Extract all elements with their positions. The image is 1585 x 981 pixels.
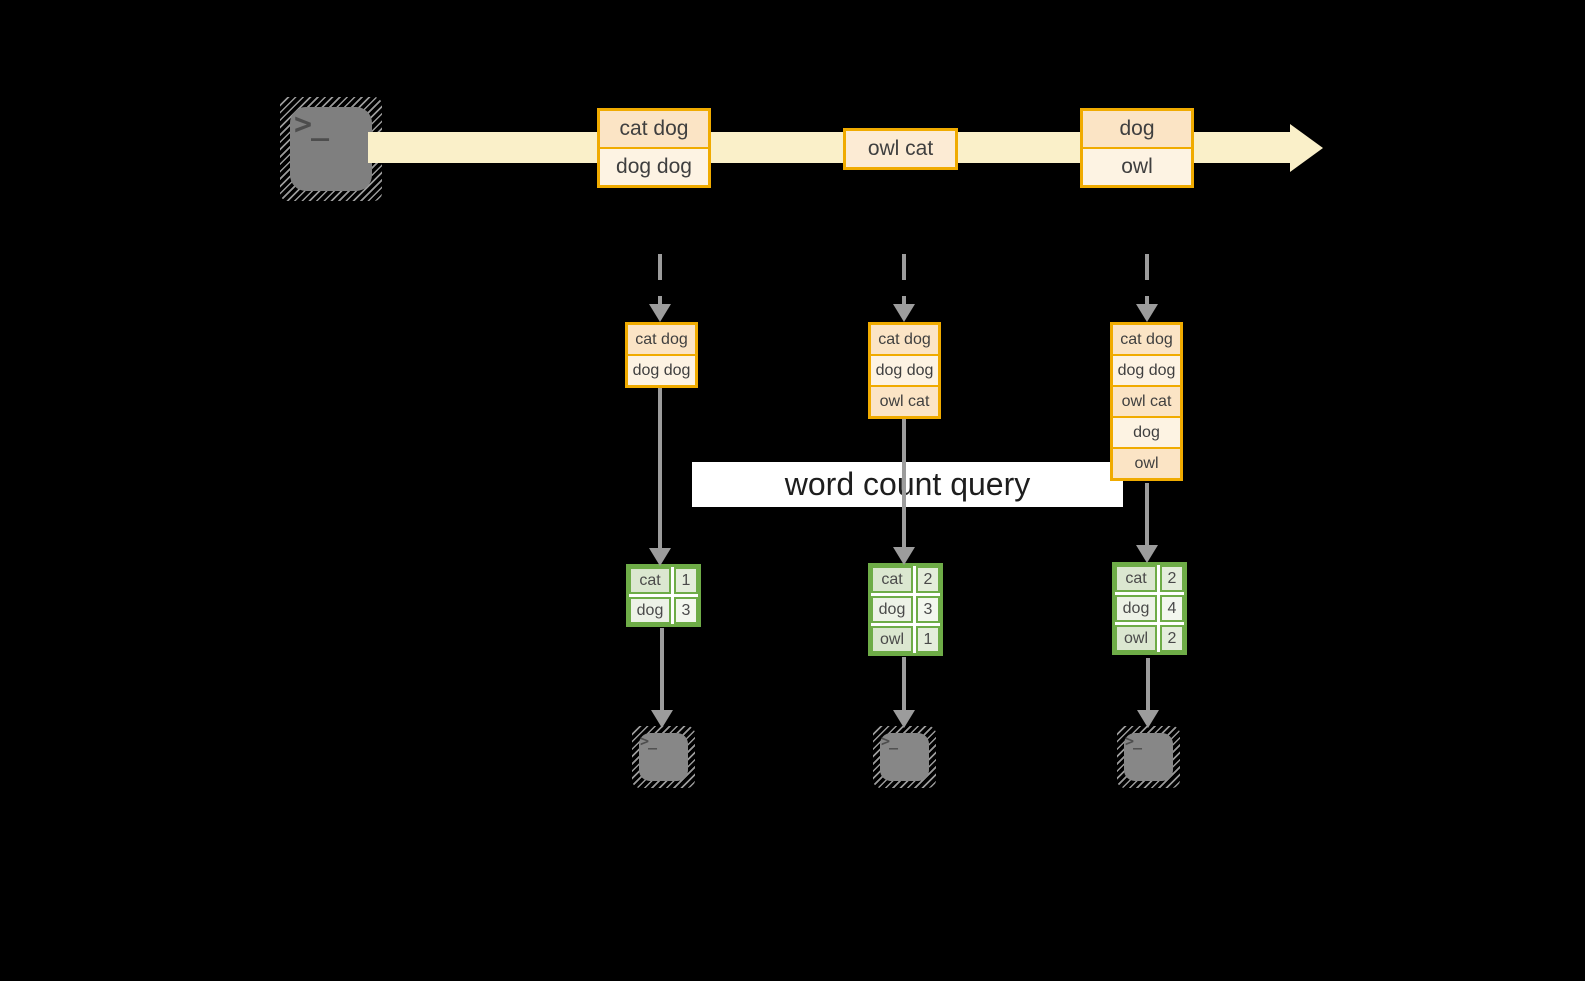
dashed-arrowhead-1-icon <box>649 304 671 322</box>
count-value-cell: 1 <box>674 567 698 594</box>
terminal-prompt-icon: >_ <box>640 732 657 750</box>
query-arrowhead-2-icon <box>893 547 915 565</box>
query-arrowhead-1-icon <box>649 548 671 566</box>
producer-terminal-icon: >_ <box>280 97 382 201</box>
count-value-cell: 4 <box>1160 595 1184 622</box>
state-row: owl cat <box>1113 385 1180 416</box>
terminal-screen <box>880 733 929 781</box>
stream-arrowhead-icon <box>1290 124 1323 172</box>
sink-arrowhead-2-icon <box>893 710 915 728</box>
count-value-cell: 1 <box>916 626 940 653</box>
state-row: owl <box>1113 447 1180 478</box>
dashed-arrow-2 <box>902 254 906 304</box>
sink-arrowhead-3-icon <box>1137 710 1159 728</box>
batch-row: owl cat <box>846 131 955 167</box>
batch-row: dog dog <box>600 147 708 185</box>
dashed-arrowhead-2-icon <box>893 304 915 322</box>
sink-arrow-1 <box>660 628 664 710</box>
consumer-terminal-3: >_ <box>1117 726 1180 788</box>
consumer-terminal-2: >_ <box>873 726 936 788</box>
count-word-cell: dog <box>871 596 913 623</box>
query-label-bar: word count query <box>692 462 1123 507</box>
state-row: cat dog <box>871 325 938 354</box>
query-arrow-3 <box>1145 483 1149 545</box>
sink-arrow-3 <box>1146 658 1150 710</box>
terminal-screen <box>639 733 688 781</box>
state-box-3: cat dog dog dog owl cat dog owl <box>1110 322 1183 481</box>
batch-row: cat dog <box>600 111 708 147</box>
query-arrowhead-3-icon <box>1136 545 1158 563</box>
count-word-cell: dog <box>629 597 671 624</box>
count-table-2: cat 2 dog 3 owl 1 <box>868 563 943 656</box>
terminal-prompt-icon: >_ <box>881 732 898 750</box>
state-row: dog dog <box>1113 354 1180 385</box>
count-value-cell: 2 <box>916 566 940 593</box>
stream-batch-1: cat dog dog dog <box>597 108 711 188</box>
dashed-arrow-3 <box>1145 254 1149 304</box>
batch-row: owl <box>1083 147 1191 185</box>
count-value-cell: 3 <box>916 596 940 623</box>
state-row: cat dog <box>628 325 695 354</box>
consumer-terminal-1: >_ <box>632 726 695 788</box>
state-row: dog dog <box>871 354 938 385</box>
query-arrow-2 <box>902 419 906 547</box>
sink-arrow-2 <box>902 657 906 710</box>
count-word-cell: owl <box>1115 625 1157 652</box>
count-word-cell: cat <box>629 567 671 594</box>
state-row: owl cat <box>871 385 938 416</box>
terminal-screen <box>290 107 372 191</box>
terminal-prompt-icon: >_ <box>294 107 329 142</box>
count-value-cell: 2 <box>1160 625 1184 652</box>
state-box-1: cat dog dog dog <box>625 322 698 388</box>
query-arrow-1 <box>658 388 662 548</box>
count-value-cell: 2 <box>1160 565 1184 592</box>
terminal-prompt-icon: >_ <box>1125 732 1142 750</box>
dashed-arrow-1 <box>658 254 662 304</box>
stream-batch-3: dog owl <box>1080 108 1194 188</box>
query-label: word count query <box>784 466 1031 502</box>
state-box-2: cat dog dog dog owl cat <box>868 322 941 419</box>
terminal-screen <box>1124 733 1173 781</box>
count-value-cell: 3 <box>674 597 698 624</box>
count-word-cell: owl <box>871 626 913 653</box>
count-word-cell: dog <box>1115 595 1157 622</box>
count-table-3: cat 2 dog 4 owl 2 <box>1112 562 1187 655</box>
count-word-cell: cat <box>871 566 913 593</box>
count-word-cell: cat <box>1115 565 1157 592</box>
dashed-arrowhead-3-icon <box>1136 304 1158 322</box>
sink-arrowhead-1-icon <box>651 710 673 728</box>
state-row: dog dog <box>628 354 695 385</box>
state-row: dog <box>1113 416 1180 447</box>
batch-row: dog <box>1083 111 1191 147</box>
state-row: cat dog <box>1113 325 1180 354</box>
stream-batch-2: owl cat <box>843 128 958 170</box>
